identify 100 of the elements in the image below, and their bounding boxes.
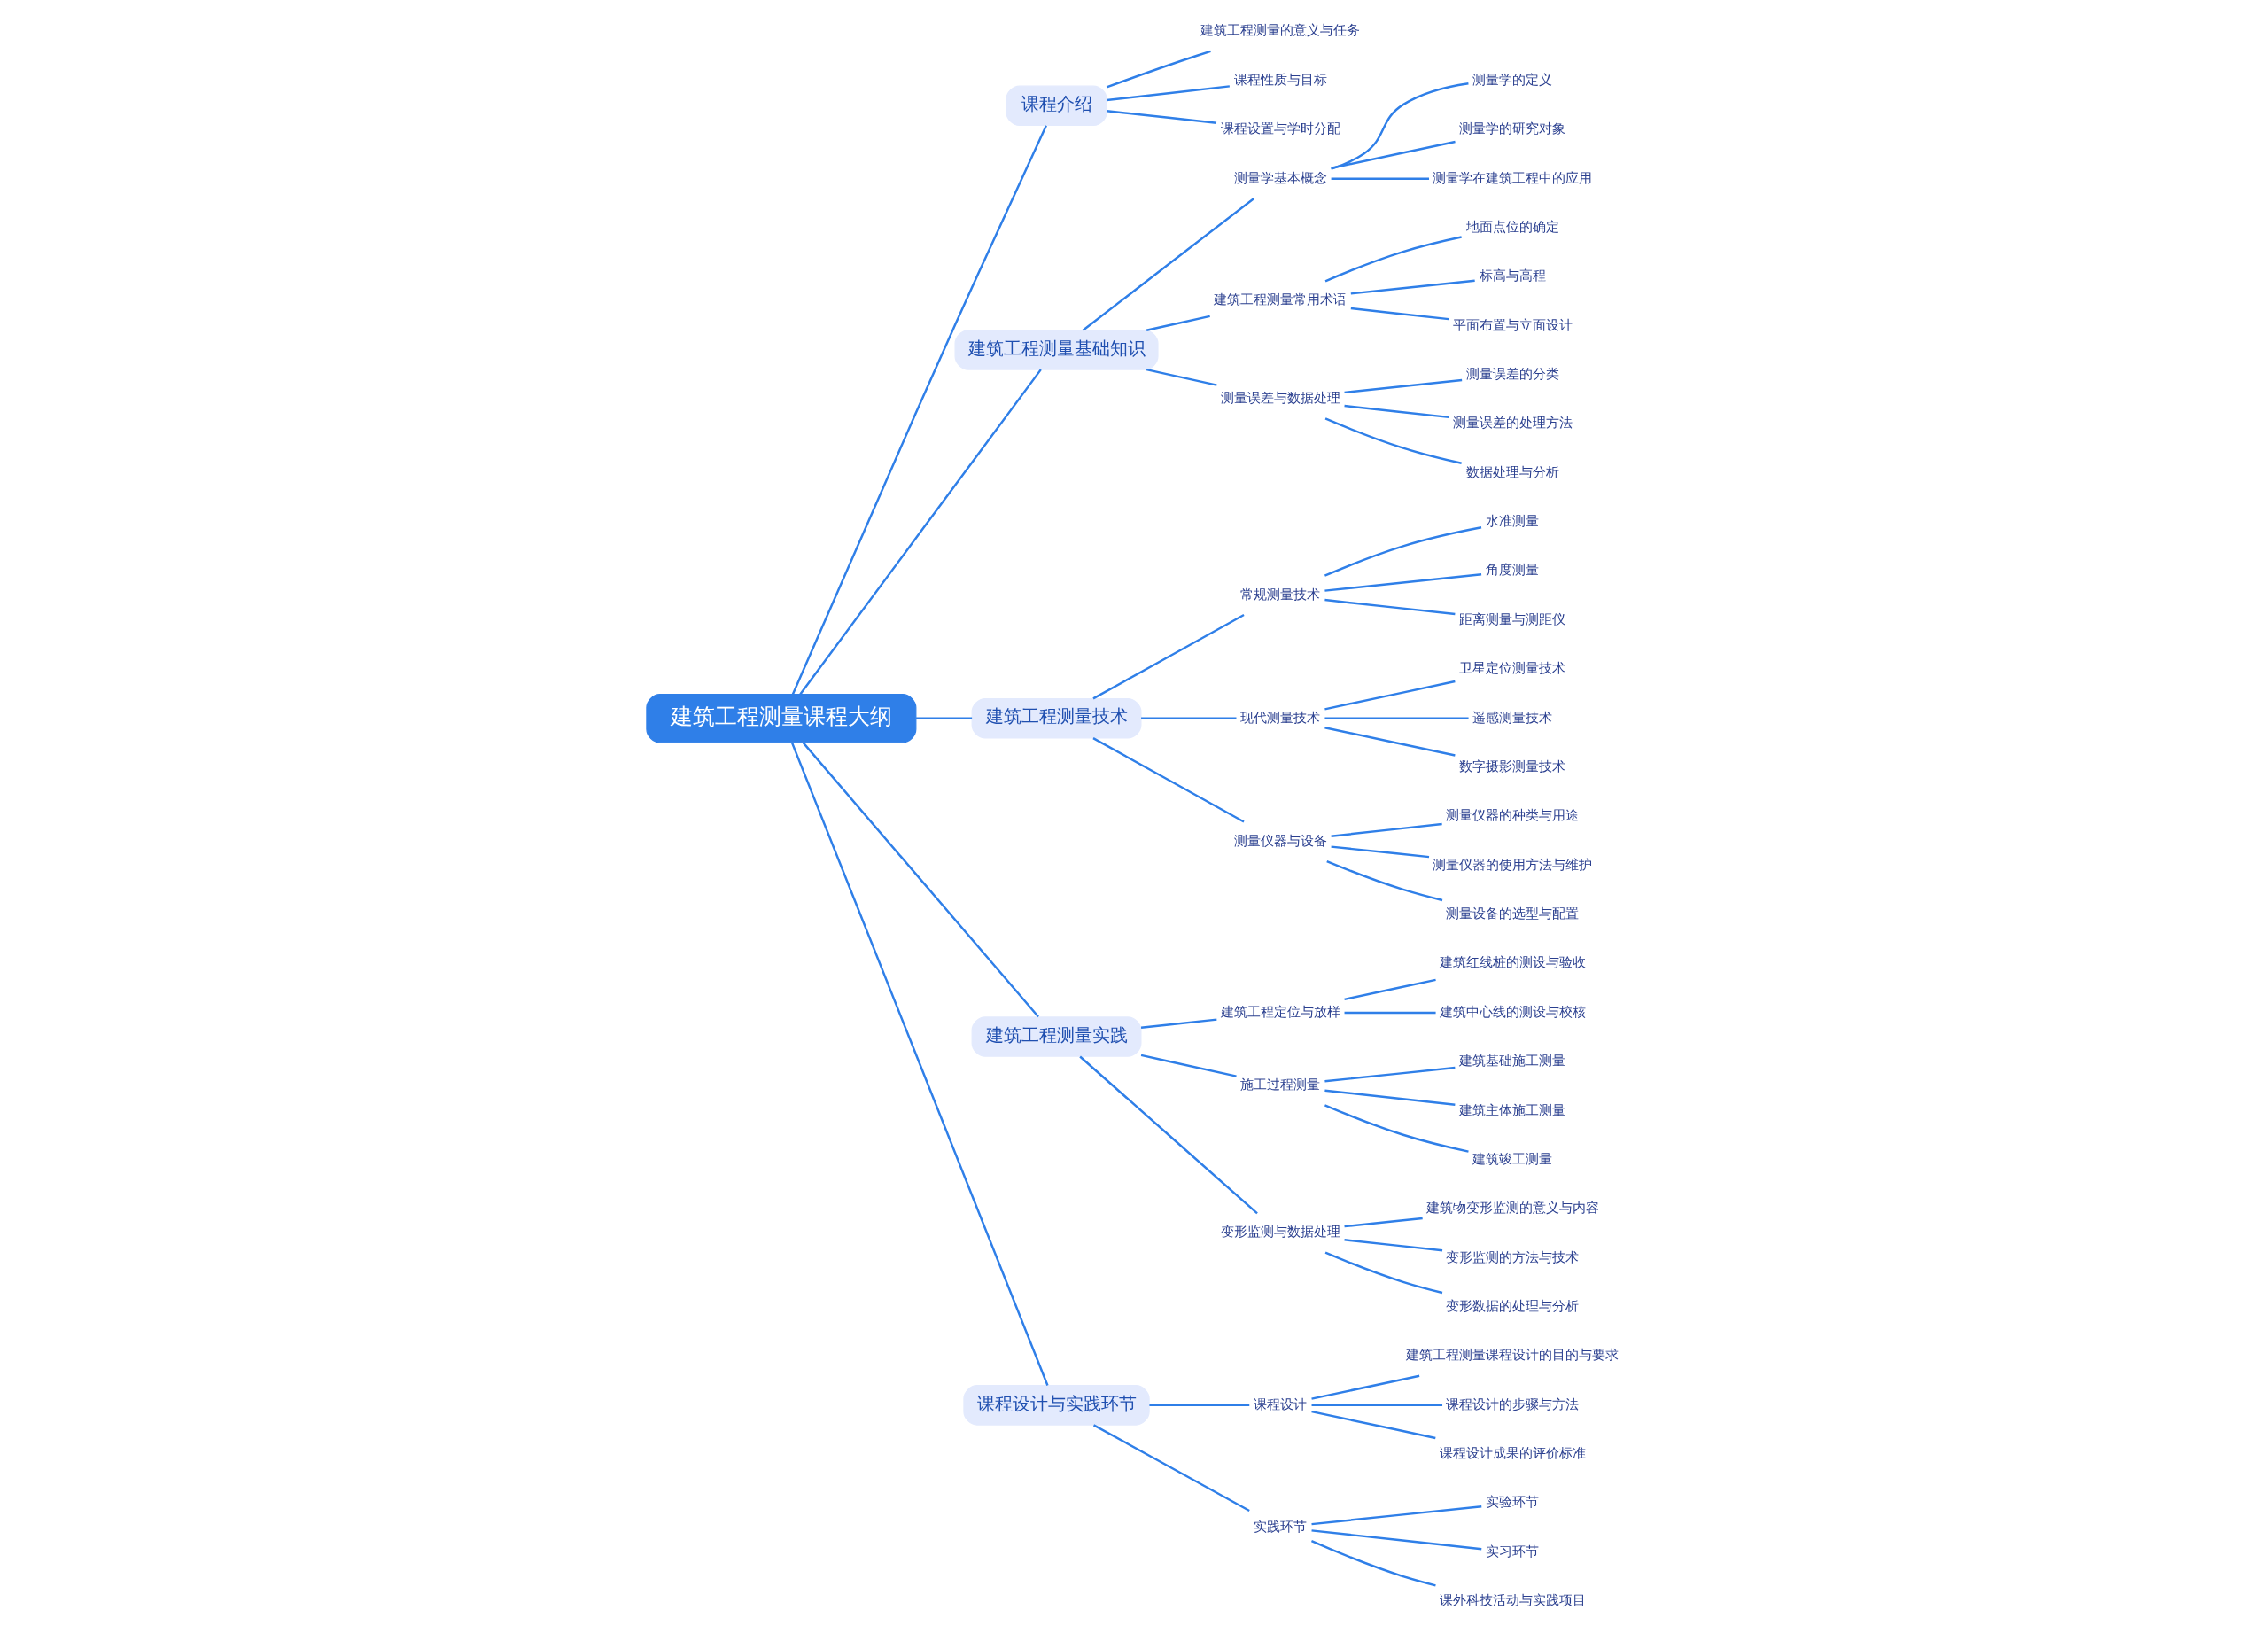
connector — [1324, 417, 1462, 464]
node-text: 距离测量与测距仪 — [1458, 610, 1565, 626]
node-text: 数据处理与分析 — [1465, 463, 1559, 479]
connector — [915, 717, 972, 719]
connector — [1082, 197, 1254, 331]
node-text: 实践环节 — [1253, 1518, 1307, 1534]
node-text: 施工过程测量 — [1239, 1077, 1320, 1093]
connector — [1350, 307, 1449, 321]
node-text: 测量仪器的种类与用途 — [1445, 807, 1579, 823]
node-box: 课程设计与实践环节 — [962, 1385, 1150, 1426]
node-text: 实习环节 — [1485, 1543, 1539, 1559]
connector — [1310, 1374, 1419, 1400]
connector — [1343, 1239, 1442, 1252]
node-text: 数字摄影测量技术 — [1458, 758, 1565, 774]
connector — [1310, 1539, 1436, 1587]
node-text: 建筑主体施工测量 — [1458, 1101, 1565, 1117]
connector — [1350, 279, 1475, 295]
node-box: 建筑工程测量课程大纲 — [645, 694, 916, 743]
connector — [1324, 1104, 1469, 1153]
node-text: 测量学基本概念 — [1233, 169, 1327, 185]
node-text: 课程设置与学时分配 — [1220, 121, 1340, 136]
node-text: 测量仪器的使用方法与维护 — [1432, 856, 1592, 872]
node-text: 测量误差的分类 — [1465, 366, 1559, 382]
connector — [1330, 140, 1456, 169]
connector — [1324, 1251, 1442, 1295]
connector — [1331, 177, 1429, 180]
node-text: 常规测量技术 — [1239, 586, 1320, 602]
connector — [1310, 1529, 1481, 1551]
node-text: 水准测量 — [1485, 513, 1539, 529]
node-text: 变形监测与数据处理 — [1220, 1224, 1340, 1240]
node-text: 现代测量技术 — [1239, 709, 1320, 725]
node-text: 建筑红线桩的测设与验收 — [1439, 954, 1586, 970]
node-text: 角度测量 — [1485, 562, 1539, 578]
connector — [1324, 598, 1455, 616]
connector — [1140, 717, 1236, 719]
connector — [1146, 368, 1217, 386]
node-text: 建筑工程测量常用术语 — [1213, 292, 1347, 307]
connector — [1324, 1089, 1455, 1106]
node-text: 平面布置与立面设计 — [1452, 316, 1573, 332]
node-text: 建筑中心线的测设与校核 — [1439, 1003, 1586, 1019]
node-text: 建筑基础施工测量 — [1458, 1053, 1565, 1069]
node-text: 测量误差与数据处理 — [1220, 390, 1340, 406]
connector — [1324, 236, 1462, 283]
connector — [1310, 1505, 1481, 1526]
node-text: 测量误差的处理方法 — [1452, 415, 1573, 431]
connector — [1106, 85, 1230, 102]
node-text: 遥感测量技术 — [1472, 709, 1552, 725]
connector — [1343, 404, 1449, 419]
connector — [1324, 526, 1481, 577]
connector — [1343, 378, 1462, 394]
connector — [1343, 1217, 1423, 1228]
connector — [1324, 680, 1456, 711]
connector — [1091, 737, 1245, 823]
node-box: 建筑工程测量技术 — [971, 698, 1141, 739]
connector — [1344, 1011, 1436, 1015]
node-text: 测量仪器与设备 — [1233, 832, 1327, 848]
node-text: 标高与高程 — [1479, 268, 1546, 284]
node-text: 实验环节 — [1485, 1494, 1539, 1510]
node-text: 测量学的定义 — [1472, 71, 1552, 87]
connector — [802, 742, 1039, 1018]
node-text: 建筑竣工测量 — [1472, 1150, 1552, 1166]
connector — [1092, 1424, 1250, 1512]
node-text: 课程设计的步骤与方法 — [1445, 1396, 1579, 1411]
node-box: 建筑工程测量基础知识 — [954, 330, 1159, 370]
node-text: 课程性质与目标 — [1233, 71, 1327, 87]
node-text: 测量学的研究对象 — [1458, 121, 1565, 136]
node-text: 建筑工程测量的意义与任务 — [1200, 22, 1360, 38]
node-text: 地面点位的确定 — [1465, 218, 1559, 234]
node-text: 建筑物变形监测的意义与内容 — [1425, 1200, 1599, 1216]
node-text: 课程设计成果的评价标准 — [1439, 1445, 1586, 1461]
node-box: 课程介绍 — [1005, 85, 1107, 127]
connector — [790, 742, 1049, 1387]
connector — [1140, 1054, 1237, 1077]
node-text: 测量设备的选型与配置 — [1445, 906, 1579, 921]
node-text: 课外科技活动与实践项目 — [1439, 1592, 1586, 1608]
connector — [1310, 1410, 1436, 1440]
connector — [1324, 726, 1456, 757]
connector — [1343, 978, 1436, 1001]
connector — [1330, 845, 1429, 859]
connector — [1146, 315, 1210, 331]
node-text: 测量学在建筑工程中的应用 — [1432, 169, 1592, 185]
node-text: 卫星定位测量技术 — [1458, 660, 1565, 676]
connector — [1324, 573, 1481, 592]
node-text: 变形数据的处理与分析 — [1445, 1297, 1579, 1313]
connector — [1091, 613, 1245, 700]
connector — [1325, 859, 1442, 902]
node-text: 课程设计 — [1253, 1396, 1307, 1411]
node-box: 建筑工程测量实践 — [971, 1016, 1141, 1057]
connector — [1148, 1404, 1249, 1407]
connector — [1324, 717, 1469, 719]
connector — [1330, 822, 1442, 837]
node-text: 建筑工程定位与放样 — [1220, 1003, 1340, 1019]
connector — [791, 125, 1047, 696]
connector — [1106, 50, 1211, 89]
connector — [1140, 1018, 1216, 1030]
connector — [1324, 1066, 1455, 1083]
node-text: 变形监测的方法与技术 — [1445, 1248, 1579, 1264]
connector — [798, 369, 1042, 696]
connector — [1311, 1404, 1442, 1407]
node-text: 建筑工程测量课程设计的目的与要求 — [1405, 1347, 1619, 1363]
